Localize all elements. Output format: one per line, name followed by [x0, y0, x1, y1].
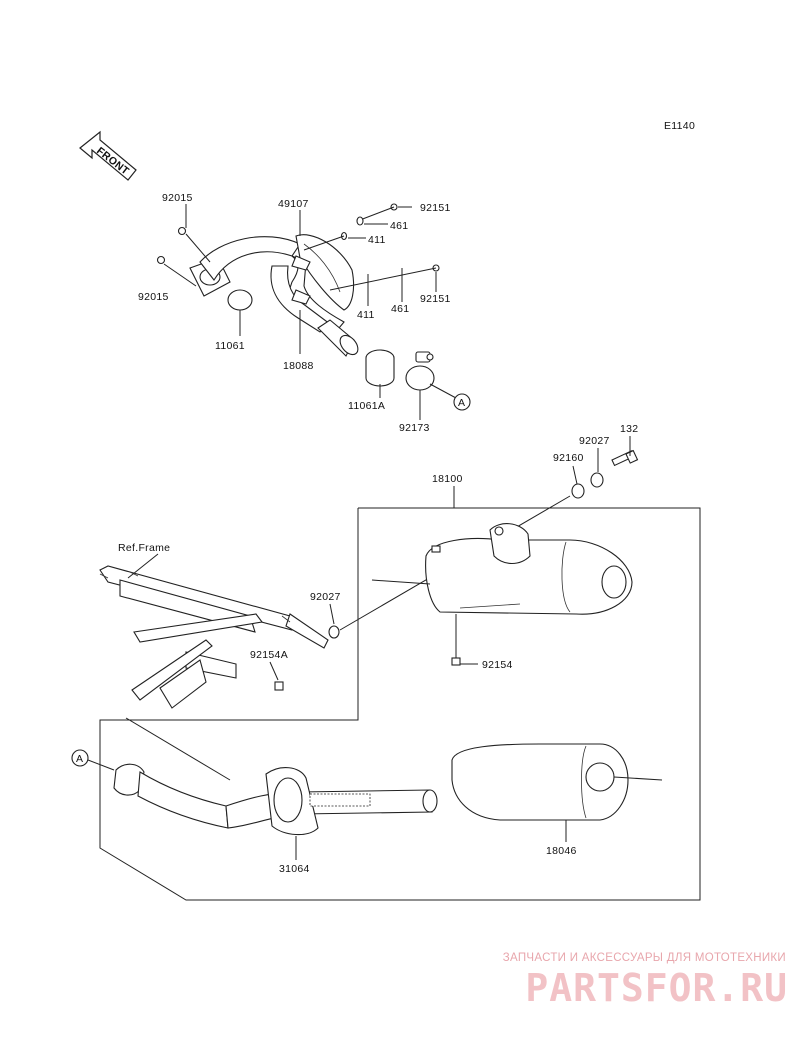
label-92154: 92154 [482, 659, 513, 671]
svg-text:A: A [458, 397, 465, 409]
label-49107: 49107 [278, 198, 309, 210]
clamp-92173[interactable] [405, 351, 435, 391]
label-92173: 92173 [399, 422, 430, 434]
label-ref-frame: Ref.Frame [118, 542, 170, 554]
bolt-92151-top[interactable] [359, 203, 398, 221]
nut-92015-top[interactable] [177, 226, 187, 236]
label-11061: 11061 [215, 340, 245, 352]
assembly-outline-18100 [99, 507, 701, 901]
silencer-18100[interactable] [425, 523, 633, 615]
label-18100: 18100 [432, 473, 463, 485]
label-132: 132 [620, 423, 638, 435]
inner-pipe-31064[interactable] [113, 763, 438, 836]
label-411-bottom: 411 [357, 309, 375, 321]
label-92027-top: 92027 [579, 435, 610, 447]
heat-guard-49107[interactable] [291, 234, 355, 311]
bolt-92154[interactable] [451, 657, 461, 666]
label-18046: 18046 [546, 845, 577, 857]
watermark-logo: PARTSFOR.RU [525, 966, 788, 1010]
label-31064: 31064 [279, 863, 310, 875]
washer-92027-top[interactable] [590, 472, 604, 488]
ref-frame [99, 565, 329, 709]
label-461-top: 461 [390, 220, 408, 232]
bolt-92151-bottom[interactable] [329, 264, 440, 291]
callout-a-upper: A [453, 393, 471, 411]
muffler-shell-18046[interactable] [451, 743, 629, 821]
label-92160: 92160 [553, 452, 584, 464]
gasket-11061[interactable] [227, 289, 253, 311]
bolt-132[interactable] [611, 449, 639, 467]
label-92151-bottom: 92151 [420, 293, 451, 305]
label-11061a: 11061A [348, 400, 385, 412]
nut-92015-bottom[interactable] [156, 255, 166, 265]
sleeve-11061a[interactable] [365, 349, 395, 387]
washer-92027-mid[interactable] [328, 625, 340, 639]
label-92027-mid: 92027 [310, 591, 341, 603]
watermark-caption: ЗАПЧАСТИ И АКСЕССУАРЫ ДЛЯ МОТОТЕХНИКИ [502, 952, 786, 964]
diagram-code: E1140 [664, 120, 695, 132]
washer-461-top[interactable] [356, 216, 364, 226]
label-92154a: 92154A [250, 649, 288, 661]
svg-text:A: A [76, 753, 83, 765]
label-92151-top: 92151 [420, 202, 451, 214]
callout-a-lower: A [71, 749, 89, 767]
label-18088: 18088 [283, 360, 314, 372]
collar-92160[interactable] [571, 483, 585, 499]
label-411-top: 411 [368, 234, 386, 246]
label-92015-bottom: 92015 [138, 291, 169, 303]
bolt-92154a[interactable] [274, 681, 284, 691]
label-92015-top: 92015 [162, 192, 193, 204]
front-arrow-icon: FRONT [79, 130, 137, 181]
label-461-bottom: 461 [391, 303, 409, 315]
